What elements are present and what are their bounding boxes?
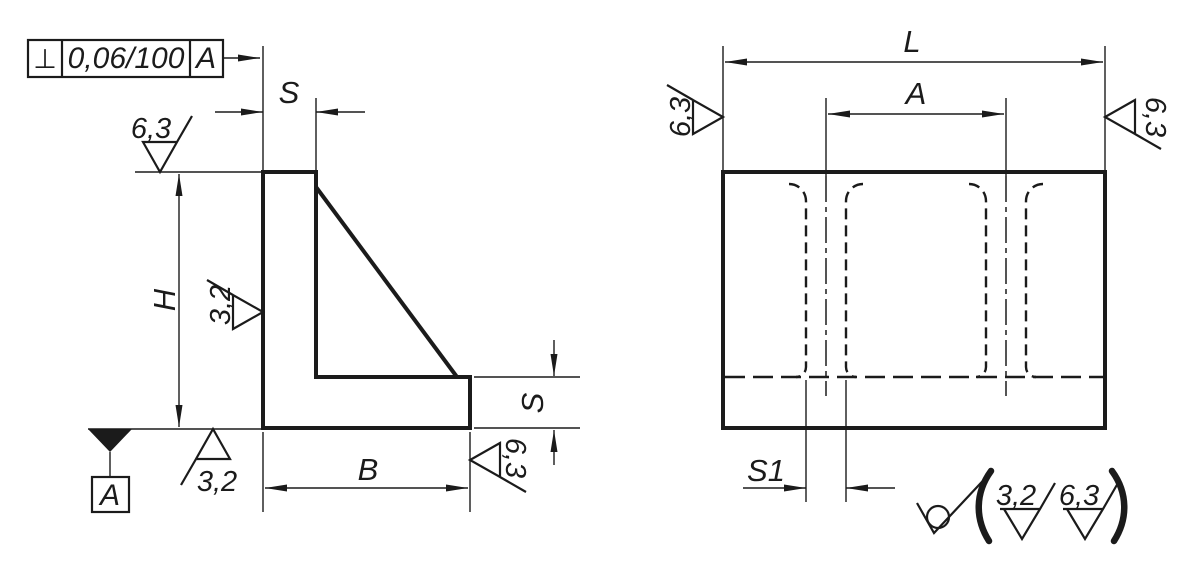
roughness-symbol-top-icon: 6,3 [131,113,193,175]
slot1-hidden-right [844,182,864,379]
note-roughness-1-value: 3,2 [996,480,1036,512]
bracket-profile-outline [261,170,472,430]
dim-label-s1: S1 [747,453,785,488]
close-paren-icon [1108,467,1128,545]
dimension-s-right: S [515,340,558,465]
datum-flag: A [88,429,132,514]
dimension-l: L [725,24,1103,66]
dimension-b: B [265,452,468,492]
slot1-hidden-left [788,182,808,379]
dim-label-s-right: S [515,392,550,413]
surface-finish-note: 3,2 6,3 [916,467,1128,545]
roughness-value-right: 6,3 [499,438,531,478]
dim-label-l: L [903,24,920,59]
slot2-hidden-left [968,182,988,379]
bracket-front-outline [721,170,1107,430]
note-roughness-2-icon: 6,3 [1059,480,1119,542]
roughness-symbol-front-right-icon: 6,3 [1102,97,1171,150]
roughness-symbol-right-icon: 6,3 [467,438,531,493]
side-view: S H B S 6,3 [26,38,580,514]
dimension-a: A [825,76,1007,176]
dim-label-s-top: S [279,75,300,110]
note-roughness-1-icon: 3,2 [996,480,1056,542]
dim-label-b: B [358,452,379,487]
roughness-value-top: 6,3 [131,113,171,145]
dim-label-a: A [904,76,927,111]
front-view: L A S1 [665,24,1171,502]
roughness-symbol-left-icon: 3,2 [205,279,266,331]
dimension-h: H [147,174,183,427]
dimension-s-top: S [215,75,365,116]
roughness-symbol-front-left-icon: 6,3 [665,84,726,137]
basic-surface-symbol-icon [916,469,994,535]
datum-label: A [98,479,120,512]
note-roughness-2-value: 6,3 [1059,480,1099,512]
perpendicularity-icon: ⊥ [33,44,57,74]
tolerance-datum-ref: A [194,42,216,75]
open-paren-icon [975,467,995,545]
dim-label-h: H [147,288,182,311]
roughness-value-bottom: 3,2 [197,466,237,498]
roughness-value-front-left: 6,3 [665,97,697,137]
slot2-hidden-right [1024,182,1044,379]
gusset-diagonal-edge [314,185,459,379]
roughness-value-front-right: 6,3 [1139,97,1171,137]
dimension-s1: S1 [743,380,895,502]
roughness-value-left: 3,2 [205,285,237,325]
tolerance-frame: ⊥ 0,06/100 A [26,38,260,79]
datum-triangle-icon [88,429,132,452]
tolerance-value: 0,06/100 [68,42,185,75]
roughness-symbol-bottom-icon: 3,2 [180,426,237,498]
